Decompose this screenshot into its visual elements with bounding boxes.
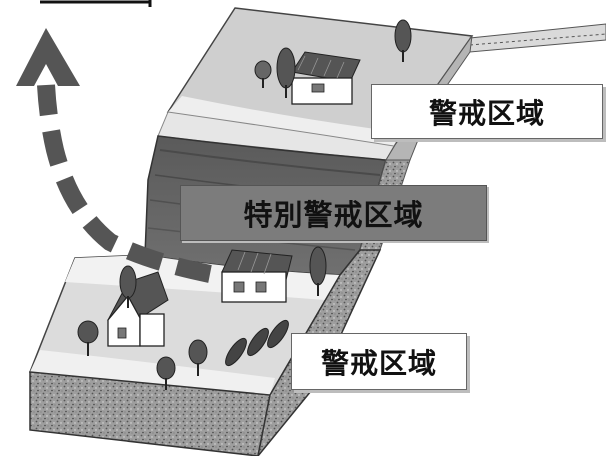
tree-icon	[119, 265, 137, 308]
frame-corner	[40, 0, 152, 7]
warning-zone-label-upper: 警戒区域	[371, 84, 603, 139]
dashed-up-arrow-icon	[16, 28, 212, 283]
tree-icon	[156, 356, 176, 390]
tree-icon	[309, 246, 327, 296]
tree-icon	[276, 47, 296, 98]
tree-icon	[254, 60, 272, 88]
house-icon	[221, 249, 293, 303]
warning-zone-label-lower: 警戒区域	[291, 333, 467, 390]
tree-icon	[225, 319, 289, 367]
special-warning-zone-label: 特別警戒区域	[180, 185, 487, 241]
house-icon	[291, 51, 361, 105]
tree-icon	[77, 320, 99, 356]
tree-icon	[188, 339, 208, 376]
tree-icon	[394, 19, 412, 62]
house-icon	[107, 271, 169, 347]
